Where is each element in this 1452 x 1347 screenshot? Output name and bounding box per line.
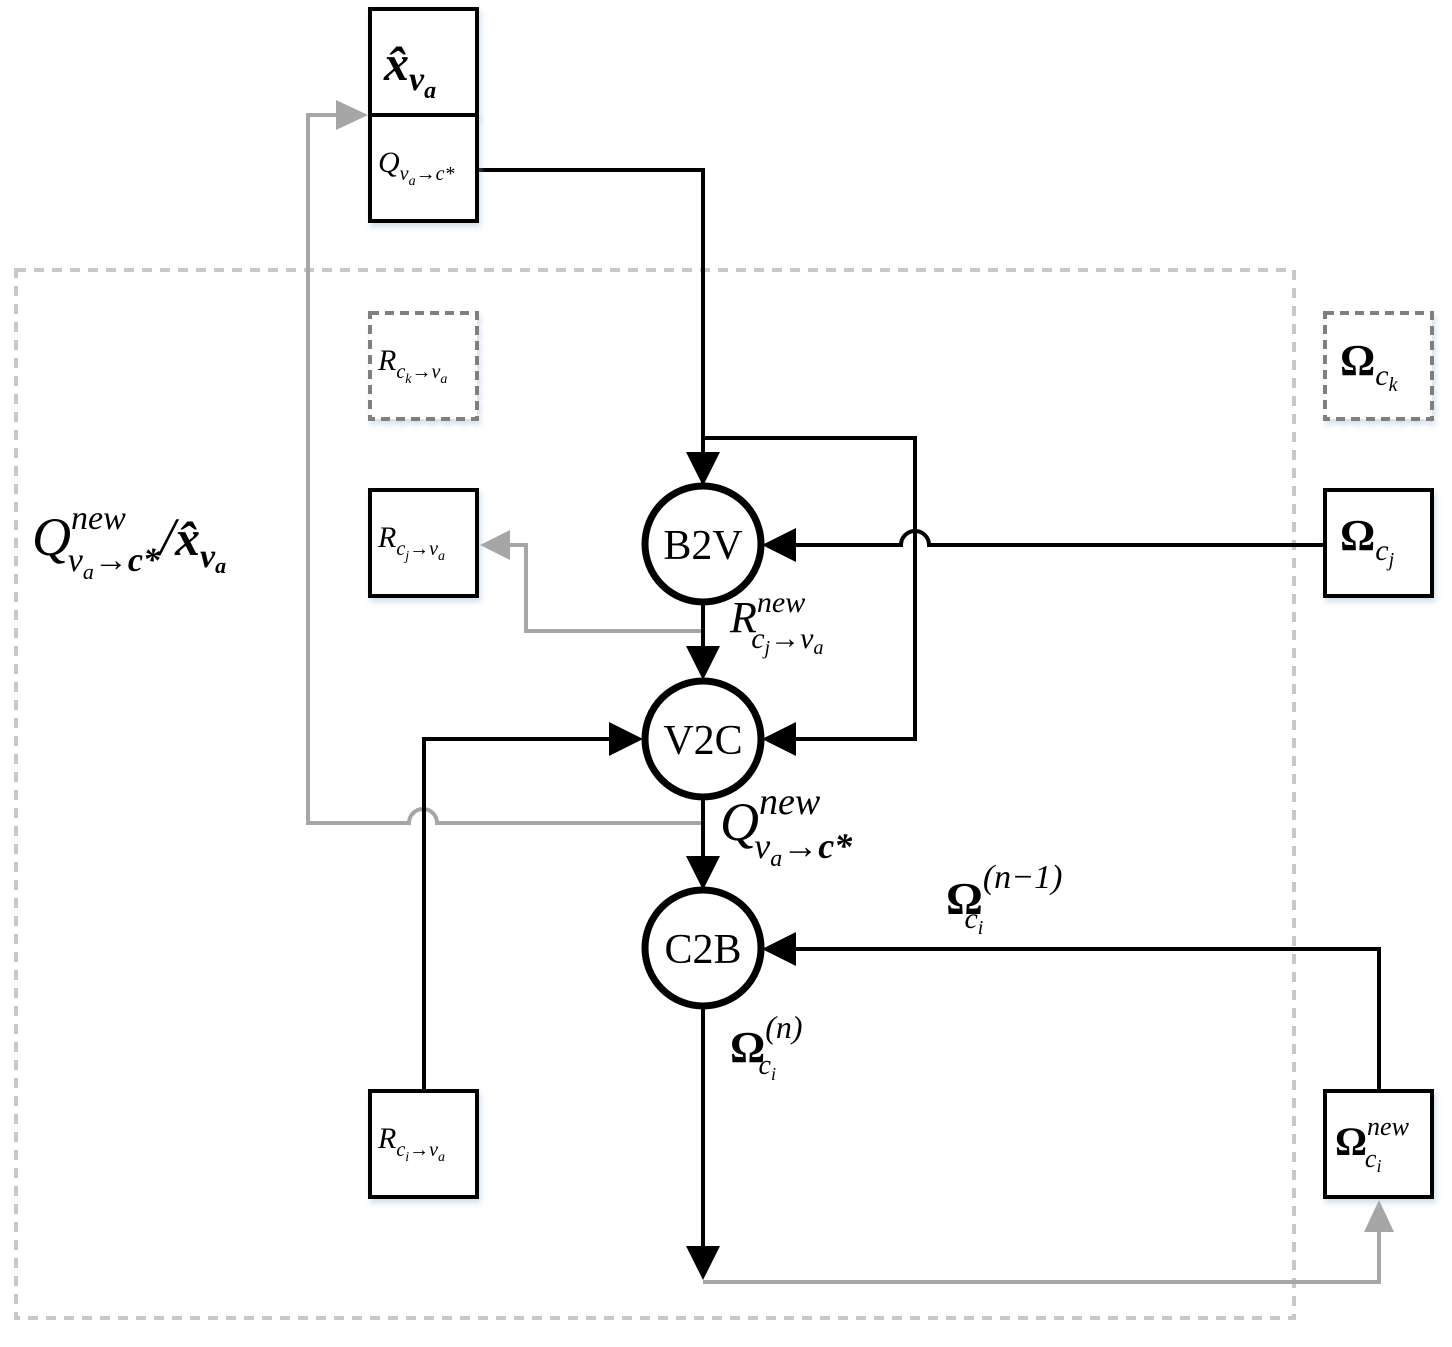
box-omega-cj xyxy=(1323,488,1434,598)
box-r-ck-va-label: Rck→va xyxy=(377,344,447,387)
box-omega-ck xyxy=(1323,311,1434,421)
box-q-va-c-label: Qva→c* xyxy=(378,146,454,189)
box-q-va-c xyxy=(368,113,479,223)
box-r-cj-va xyxy=(368,488,479,598)
feedback-line-r-new xyxy=(503,543,703,633)
arrowhead-c2b-top xyxy=(686,856,720,890)
feedback-line-q-to-x xyxy=(306,113,703,825)
box-r-ci-va-label: Rci→va xyxy=(377,1122,445,1165)
line-q-to-b2v xyxy=(478,168,705,456)
line-r-ci-to-v2c xyxy=(422,737,612,1090)
feedback-arrowhead-omega xyxy=(1364,1200,1394,1232)
arrowhead-v2c-top xyxy=(686,646,720,680)
node-b2v-circle xyxy=(641,482,765,606)
arrowhead-c2b-right xyxy=(762,932,796,966)
node-c2b-label: C2B xyxy=(664,927,741,973)
line-q-to-v2c-side xyxy=(703,436,917,741)
arrowhead-v2c-left xyxy=(609,722,643,756)
line-omega-new-to-c2b xyxy=(792,947,1381,1090)
box-r-cj-va-label: Rcj→va xyxy=(377,521,445,564)
label-omega-ci-n-minus-1: Ω(n−1)ci xyxy=(946,859,1062,939)
feedback-arrowhead-r xyxy=(480,530,510,560)
feedback-line-omega-new xyxy=(703,1225,1381,1284)
processing-frame xyxy=(14,268,1296,1320)
arrowhead-b2v-top xyxy=(686,452,720,486)
box-r-ci-va xyxy=(368,1089,479,1199)
node-v2c-label: V2C xyxy=(663,718,742,764)
node-b2v-label: B2V xyxy=(663,523,742,569)
node-v2c-circle xyxy=(641,677,765,801)
box-r-ck-va xyxy=(368,311,479,421)
label-omega-ci-n: Ω(n)ci xyxy=(730,1009,803,1084)
box-omega-ck-label: Ωck xyxy=(1340,336,1399,396)
node-c2b-circle xyxy=(641,886,765,1010)
box-x-hat-va-label: x̂va xyxy=(383,35,436,104)
arrowhead-b2v-right xyxy=(762,528,796,562)
box-omega-cj-label: Ωcj xyxy=(1340,511,1395,571)
arrowhead-output xyxy=(686,1246,720,1280)
line-omega-cj-to-b2v xyxy=(792,529,1325,547)
feedback-arrowhead-x xyxy=(336,100,368,130)
box-omega-new-ci xyxy=(1323,1089,1434,1199)
arrowhead-v2c-right xyxy=(762,722,796,756)
box-x-hat-va xyxy=(368,7,479,117)
